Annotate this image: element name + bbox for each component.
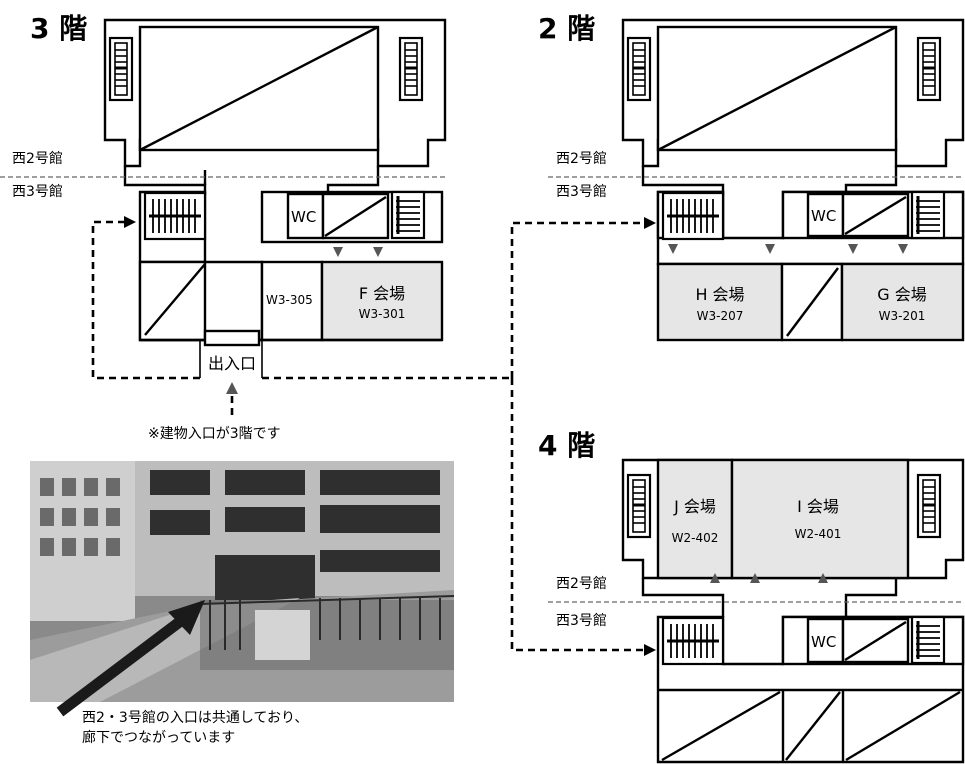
stair-icon — [916, 473, 942, 539]
stair-icon — [108, 36, 134, 102]
label-west2: 西2号館 — [556, 150, 607, 167]
stair-icon — [916, 36, 942, 102]
stair-icon — [626, 473, 652, 539]
wc-label: WC — [291, 208, 316, 226]
label-west2: 西2号館 — [556, 575, 607, 592]
floor-3-plan: 3 階 西2号館 西3号館 WC W3-305 F 会場 W3-301 — [0, 12, 447, 442]
hall-J-room: W2-402 — [672, 531, 719, 545]
label-west3: 西3号館 — [556, 612, 607, 629]
pointer-arrow-icon — [56, 609, 194, 717]
photo-caption-line2: 廊下でつながっています — [82, 729, 235, 746]
floor-2-title: 2 階 — [538, 12, 595, 45]
hall-F-room: W3-301 — [359, 307, 406, 321]
building-entrance-photo — [30, 461, 455, 717]
room-w3-305-label: W3-305 — [266, 293, 313, 307]
wc-room — [286, 192, 325, 240]
hall-F-name: F 会場 — [359, 284, 405, 303]
stair-icon — [661, 191, 725, 241]
hall-H-room: W3-207 — [697, 309, 744, 323]
hall-H[interactable] — [656, 262, 784, 342]
entrance-note: ※建物入口が3階です — [148, 426, 281, 442]
stair-icon — [626, 36, 652, 102]
entrance-arrow-icon — [333, 247, 343, 257]
entrance-arrow-icon — [373, 247, 383, 257]
up-arrow-icon — [818, 573, 828, 583]
hall-G-room: W3-201 — [879, 309, 926, 323]
hall-I-room: W2-401 — [795, 527, 842, 541]
hall-J-name: J 会場 — [673, 497, 716, 516]
label-west3: 西3号館 — [12, 183, 63, 200]
hall-F[interactable] — [320, 260, 444, 342]
wc-label: WC — [811, 207, 836, 225]
entrance-door — [203, 329, 261, 347]
entrance-arrow-icon — [848, 244, 858, 254]
floor-2-plan: 2 階 西2号館 西3号館 WC H 会場 W3-207 G 会場 W3-201 — [538, 12, 965, 342]
room-w3-305 — [260, 260, 324, 342]
label-west3: 西3号館 — [556, 183, 607, 200]
route-arrow-icon — [644, 217, 656, 229]
entrance-arrow-icon — [765, 244, 775, 254]
up-arrow-icon — [750, 573, 760, 583]
up-arrow-icon — [710, 573, 720, 583]
up-arrow-icon — [226, 382, 238, 394]
route-paths — [91, 216, 656, 656]
stair-icon — [910, 190, 946, 240]
stair-icon — [910, 615, 946, 665]
route-arrow-icon — [124, 216, 136, 228]
photo-caption-line1: 西2・3号館の入口は共通しており、 — [82, 709, 308, 726]
stair-icon — [390, 190, 426, 240]
entrance-label: 出入口 — [208, 354, 256, 373]
floor-4-title: 4 階 — [538, 429, 595, 462]
wc-label: WC — [811, 633, 836, 651]
hall-H-name: H 会場 — [695, 285, 744, 304]
stair-icon — [143, 191, 207, 241]
label-west2: 西2号館 — [12, 150, 63, 167]
entrance-arrow-icon — [898, 244, 908, 254]
hall-I-name: I 会場 — [797, 497, 839, 516]
floor-4-plan: 4 階 J 会場 W2-402 I 会場 W2-401 西2号館 西3号館 WC — [538, 429, 965, 764]
stair-icon — [398, 36, 424, 102]
hall-G[interactable] — [840, 262, 965, 342]
route-arrow-icon — [644, 644, 656, 656]
hall-J[interactable] — [656, 458, 734, 580]
entrance-arrow-icon — [668, 244, 678, 254]
hall-I[interactable] — [730, 458, 910, 580]
hall-G-name: G 会場 — [877, 285, 927, 304]
floor-3-title: 3 階 — [30, 12, 87, 45]
stair-icon — [661, 616, 725, 666]
